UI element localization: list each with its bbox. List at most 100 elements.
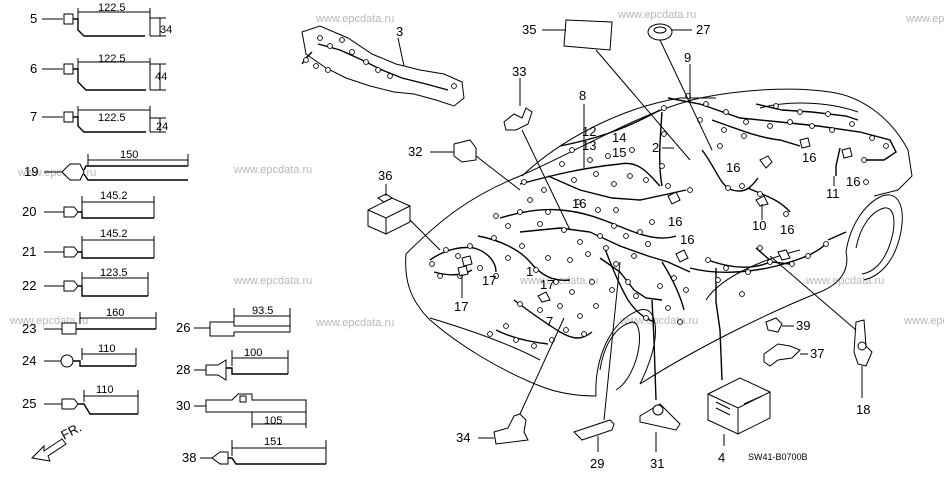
part-38-harness-band: 38 151 [182,436,327,465]
callout-16: 16 [668,214,682,229]
callout-7: 7 [546,314,553,329]
part-29-clip: 29 [573,261,621,471]
callout-17: 17 [454,299,468,314]
part-4-control-unit: 4 [707,377,771,465]
part-number-label: 28 [176,362,190,377]
callout-39: 39 [796,318,810,333]
part-number-label: 5 [30,11,37,26]
part-22-harness-band: 22 123.5 [22,267,149,297]
callout-33: 33 [512,64,526,79]
callout-31: 31 [650,456,664,471]
callout-35: 35 [522,22,536,37]
harness-connectors [429,93,889,349]
part-25-harness-band: 25 110 [22,384,139,415]
watermark-text: www.epcdata.ru [233,275,312,287]
part-31-holder: 31 [639,403,681,471]
length-dimension: 123.5 [100,267,128,279]
height-dimension: 34 [160,24,172,36]
callout-27: 27 [696,22,710,37]
callout-2: 2 [652,140,659,155]
length-dimension: 151 [264,436,282,448]
length-dimension: 145.2 [100,228,128,240]
watermark-text: www.epcdata.ru [315,13,394,25]
callout-16: 16 [680,232,694,247]
part-24-harness-band: 24 110 [22,343,137,368]
callout-14: 14 [612,130,626,145]
part-number-label: 38 [182,450,196,465]
callout-32: 32 [408,144,422,159]
part-number-label: 19 [24,164,38,179]
part-number-label: 25 [22,396,36,411]
part-number-label: 22 [22,278,36,293]
callout-16: 16 [572,196,586,211]
part-number-label: 30 [176,398,190,413]
part-32-bracket: 32 [408,139,521,191]
front-direction-arrow: FR. [30,420,84,462]
callout-37: 37 [810,346,824,361]
part-number-label: 7 [30,109,37,124]
part-27-grommet: 27 [647,22,713,151]
watermark-text: www.epcdata.ru [315,317,394,329]
callout-3: 3 [396,24,403,39]
watermark-text: www.epcdata.ru [233,164,312,176]
part-39-bolt: 39 [765,317,810,333]
watermark-text: www.epcdata.ru [617,9,696,21]
callout-8: 8 [579,88,586,103]
callout-1: 1 [526,264,533,279]
callout-10: 10 [752,218,766,233]
callout-16: 16 [780,222,794,237]
callout-18: 18 [856,402,870,417]
length-dimension: 110 [98,343,116,355]
part-number-label: 23 [22,321,36,336]
part-28-harness-band: 28 100 [176,347,289,381]
length-dimension: 105 [264,415,282,427]
callout-15: 15 [612,145,626,160]
part-number-label: 21 [22,244,36,259]
watermark-text: www.epcdata.ru [619,315,698,327]
clip-parts [457,137,853,303]
part-20-harness-band: 20 145.2 [22,190,155,219]
callout-17: 17 [540,277,554,292]
part-35-pad: 35 [522,19,691,161]
car-body-outline [405,88,913,397]
part-6-harness-clip: 6 122.5 44 [30,53,167,91]
part-5-harness-clip: 5 122.5 34 [30,2,172,37]
part-23-harness-band: 23 160 [22,307,157,336]
part-3-harness-assembly: 3 [301,24,465,107]
length-dimension: 150 [120,149,138,161]
length-dimension: 160 [106,307,124,319]
callout-36: 36 [378,168,392,183]
length-dimension: 93.5 [252,305,273,317]
part-21-harness-band: 21 145.2 [22,228,155,259]
callout-9-leader: 9 [684,50,691,104]
callout-16: 16 [846,174,860,189]
callout-4: 4 [718,450,725,465]
length-dimension: 110 [96,384,114,396]
part-number-label: 26 [176,320,190,335]
part-30-harness-band: 30 105 [176,393,307,428]
callout-16: 16 [802,150,816,165]
watermark-text: www.epcdata.ru [905,13,944,25]
height-dimension: 24 [156,121,168,133]
callout-9: 9 [684,50,691,65]
part-7-harness-clip: 7 122.5 24 [30,106,168,133]
diagram-code: SW41-B0700B [748,452,808,462]
callout-12: 12 [582,124,596,139]
length-dimension: 100 [244,347,262,359]
part-number-label: 6 [30,61,37,76]
part-34-bracket: 34 [456,317,565,445]
watermark-text: www.epcdata.ru [805,275,884,287]
callout-11: 11 [826,186,840,201]
part-number-label: 20 [22,204,36,219]
watermark-text: www.epcdata.ru [903,315,944,327]
car-callouts: 8 12 13 14 15 2 16 16 16 16 16 16 16 10 … [454,88,860,329]
length-dimension: 122.5 [98,53,126,65]
length-dimension: 122.5 [98,112,126,124]
part-26-harness-band: 26 93.5 [176,305,291,337]
part-33-sensor: 33 [503,64,571,231]
length-dimension: 145.2 [100,190,128,202]
part-19-harness-band: 19 150 [24,149,189,181]
watermarks: www.epcdata.ru www.epcdata.ru www.epcdat… [9,9,944,329]
